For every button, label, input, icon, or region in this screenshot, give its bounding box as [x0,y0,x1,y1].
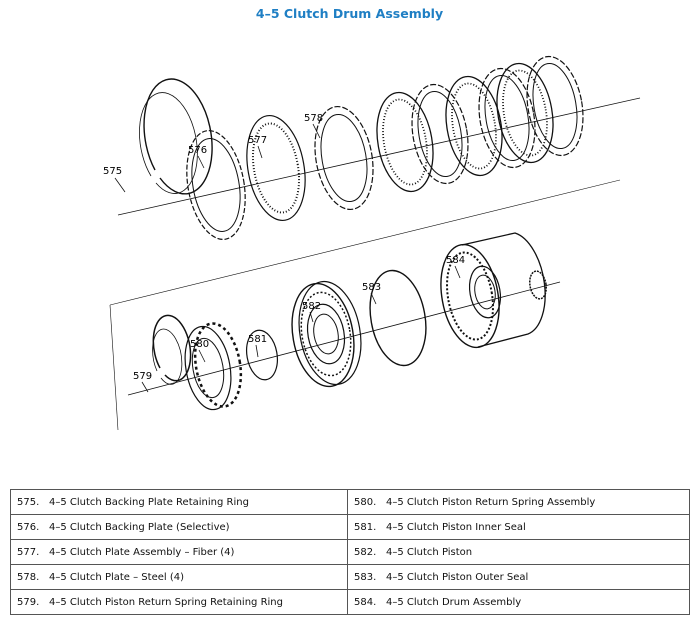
part-583-outer-seal [369,269,427,367]
legend-text: 4–5 Clutch Drum Assembly [386,596,522,608]
part-578-steel-plate [314,105,374,211]
callout-583: 583 [362,282,381,293]
legend-cell-582: 582. 4–5 Clutch Piston [347,539,690,565]
legend-text: 4–5 Clutch Piston Inner Seal [386,521,526,533]
part-580-return-spring-assembly [184,322,243,411]
part-576-backing-plate [186,130,246,240]
legend-number: 575. [17,496,40,508]
legend-cell-584: 584. 4–5 Clutch Drum Assembly [347,589,690,615]
callout-584: 584 [446,255,465,266]
legend-cell-576: 576. 4–5 Clutch Backing Plate (Selective) [10,514,348,540]
legend-number: 582. [354,546,377,558]
legend-cell-579: 579. 4–5 Clutch Piston Return Spring Reta… [10,589,348,615]
exploded-view-diagram: 575 576 577 578 579 580 581 582 583 584 [103,55,641,431]
callout-581: 581 [248,334,267,345]
callout-576: 576 [188,145,207,156]
legend-number: 579. [17,596,40,608]
callout-580: 580 [190,339,209,350]
legend-cell-581: 581. 4–5 Clutch Piston Inner Seal [347,514,690,540]
part-575-retaining-ring [139,78,213,195]
legend-row: 576. 4–5 Clutch Backing Plate (Selective)… [10,514,690,540]
part-581-inner-seal [246,329,278,381]
legend-cell-578: 578. 4–5 Clutch Plate – Steel (4) [10,564,348,590]
legend-cell-583: 583. 4–5 Clutch Piston Outer Seal [347,564,690,590]
legend-number: 584. [354,596,377,608]
legend-number: 576. [17,521,40,533]
callout-578: 578 [304,113,323,124]
legend-cell-580: 580. 4–5 Clutch Piston Return Spring Asse… [347,489,690,515]
leader-lines [114,123,461,393]
part-577-fiber-plate [246,114,306,222]
clutch-plate-stack [376,55,584,193]
part-582-piston [291,280,362,388]
legend-number: 578. [17,571,40,583]
parts-legend-table: 575. 4–5 Clutch Backing Plate Retaining R… [10,489,690,615]
callout-577: 577 [248,135,267,146]
legend-text: 4–5 Clutch Piston Return Spring Retainin… [49,596,283,608]
page-title: 4–5 Clutch Drum Assembly [255,6,444,21]
part-579-retaining-ring [152,314,192,385]
legend-text: 4–5 Clutch Backing Plate (Selective) [49,521,230,533]
legend-number: 580. [354,496,377,508]
legend-cell-577: 577. 4–5 Clutch Plate Assembly – Fiber (4… [10,539,348,565]
callout-575: 575 [103,166,122,177]
legend-text: 4–5 Clutch Backing Plate Retaining Ring [49,496,249,508]
callout-579: 579 [133,371,152,382]
legend-number: 581. [354,521,377,533]
legend-text: 4–5 Clutch Piston Outer Seal [386,571,529,583]
part-584-clutch-drum [440,232,547,349]
legend-number: 577. [17,546,40,558]
legend-text: 4–5 Clutch Plate Assembly – Fiber (4) [49,546,235,558]
legend-row: 577. 4–5 Clutch Plate Assembly – Fiber (4… [10,539,690,565]
legend-text: 4–5 Clutch Plate – Steel (4) [49,571,184,583]
legend-cell-575: 575. 4–5 Clutch Backing Plate Retaining R… [10,489,348,515]
lower-boundary-top [109,179,621,306]
lower-boundary-left [109,304,119,431]
legend-text: 4–5 Clutch Piston Return Spring Assembly [386,496,596,508]
legend-row: 575. 4–5 Clutch Backing Plate Retaining R… [10,489,690,515]
legend-row: 579. 4–5 Clutch Piston Return Spring Reta… [10,589,690,615]
legend-text: 4–5 Clutch Piston [386,546,473,558]
legend-number: 583. [354,571,377,583]
callout-582: 582 [302,301,321,312]
legend-row: 578. 4–5 Clutch Plate – Steel (4) 583. 4–5… [10,564,690,590]
